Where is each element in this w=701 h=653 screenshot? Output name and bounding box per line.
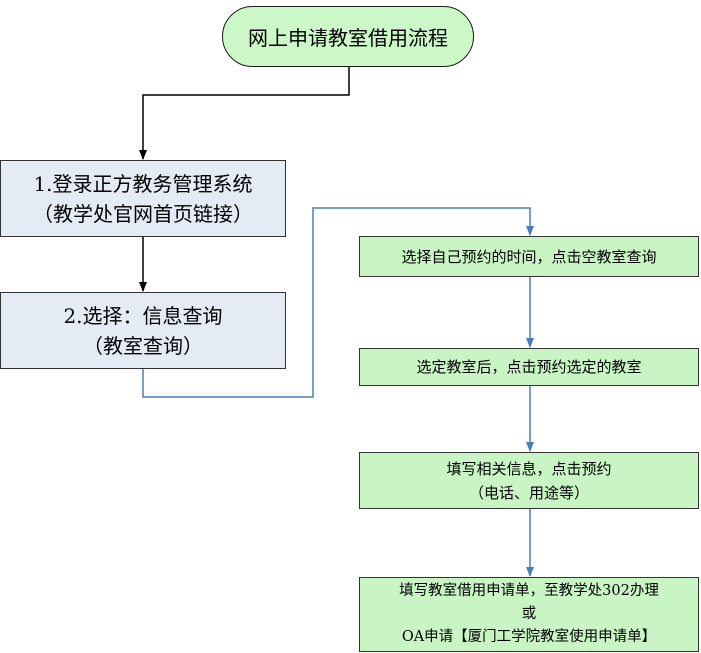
step2-box: 2.选择：信息查询 （教室查询） <box>0 292 286 369</box>
step3-line1: 选择自己预约的时间，点击空教室查询 <box>401 247 657 266</box>
step6-box: 填写教室借用申请单，至教学处302办理 或 OA申请【厦门工学院教室使用申请单】 <box>359 577 699 652</box>
start-node: 网上申请教室借用流程 <box>222 6 474 67</box>
step4-line1: 选定教室后，点击预约选定的教室 <box>416 358 642 376</box>
step6-line1: 填写教室借用申请单，至教学处302办理 <box>399 583 659 599</box>
step5-box: 填写相关信息，点击预约 （电话、用途等） <box>359 452 699 509</box>
step5-line2: （电话、用途等） <box>468 483 589 502</box>
step1-line2: （教学处官网首页链接） <box>33 201 253 226</box>
step3-box: 选择自己预约的时间，点击空教室查询 <box>359 236 699 277</box>
connector-step2-to-step3 <box>142 207 534 398</box>
step1-box: 1.登录正方教务管理系统 （教学处官网首页链接） <box>0 160 286 237</box>
step1-line1: 1.登录正方教务管理系统 <box>33 171 253 196</box>
start-label: 网上申请教室借用流程 <box>248 26 448 50</box>
step5-line1: 填写相关信息，点击预约 <box>446 459 612 478</box>
connector-start-to-step1 <box>139 67 350 160</box>
step6-line2: 或 <box>521 606 537 622</box>
step2-line1: 2.选择：信息查询 <box>63 303 223 328</box>
step4-box: 选定教室后，点击预约选定的教室 <box>359 348 699 386</box>
step2-line2: （教室查询） <box>83 333 203 358</box>
step6-line3: OA申请【厦门工学院教室使用申请单】 <box>401 629 657 645</box>
